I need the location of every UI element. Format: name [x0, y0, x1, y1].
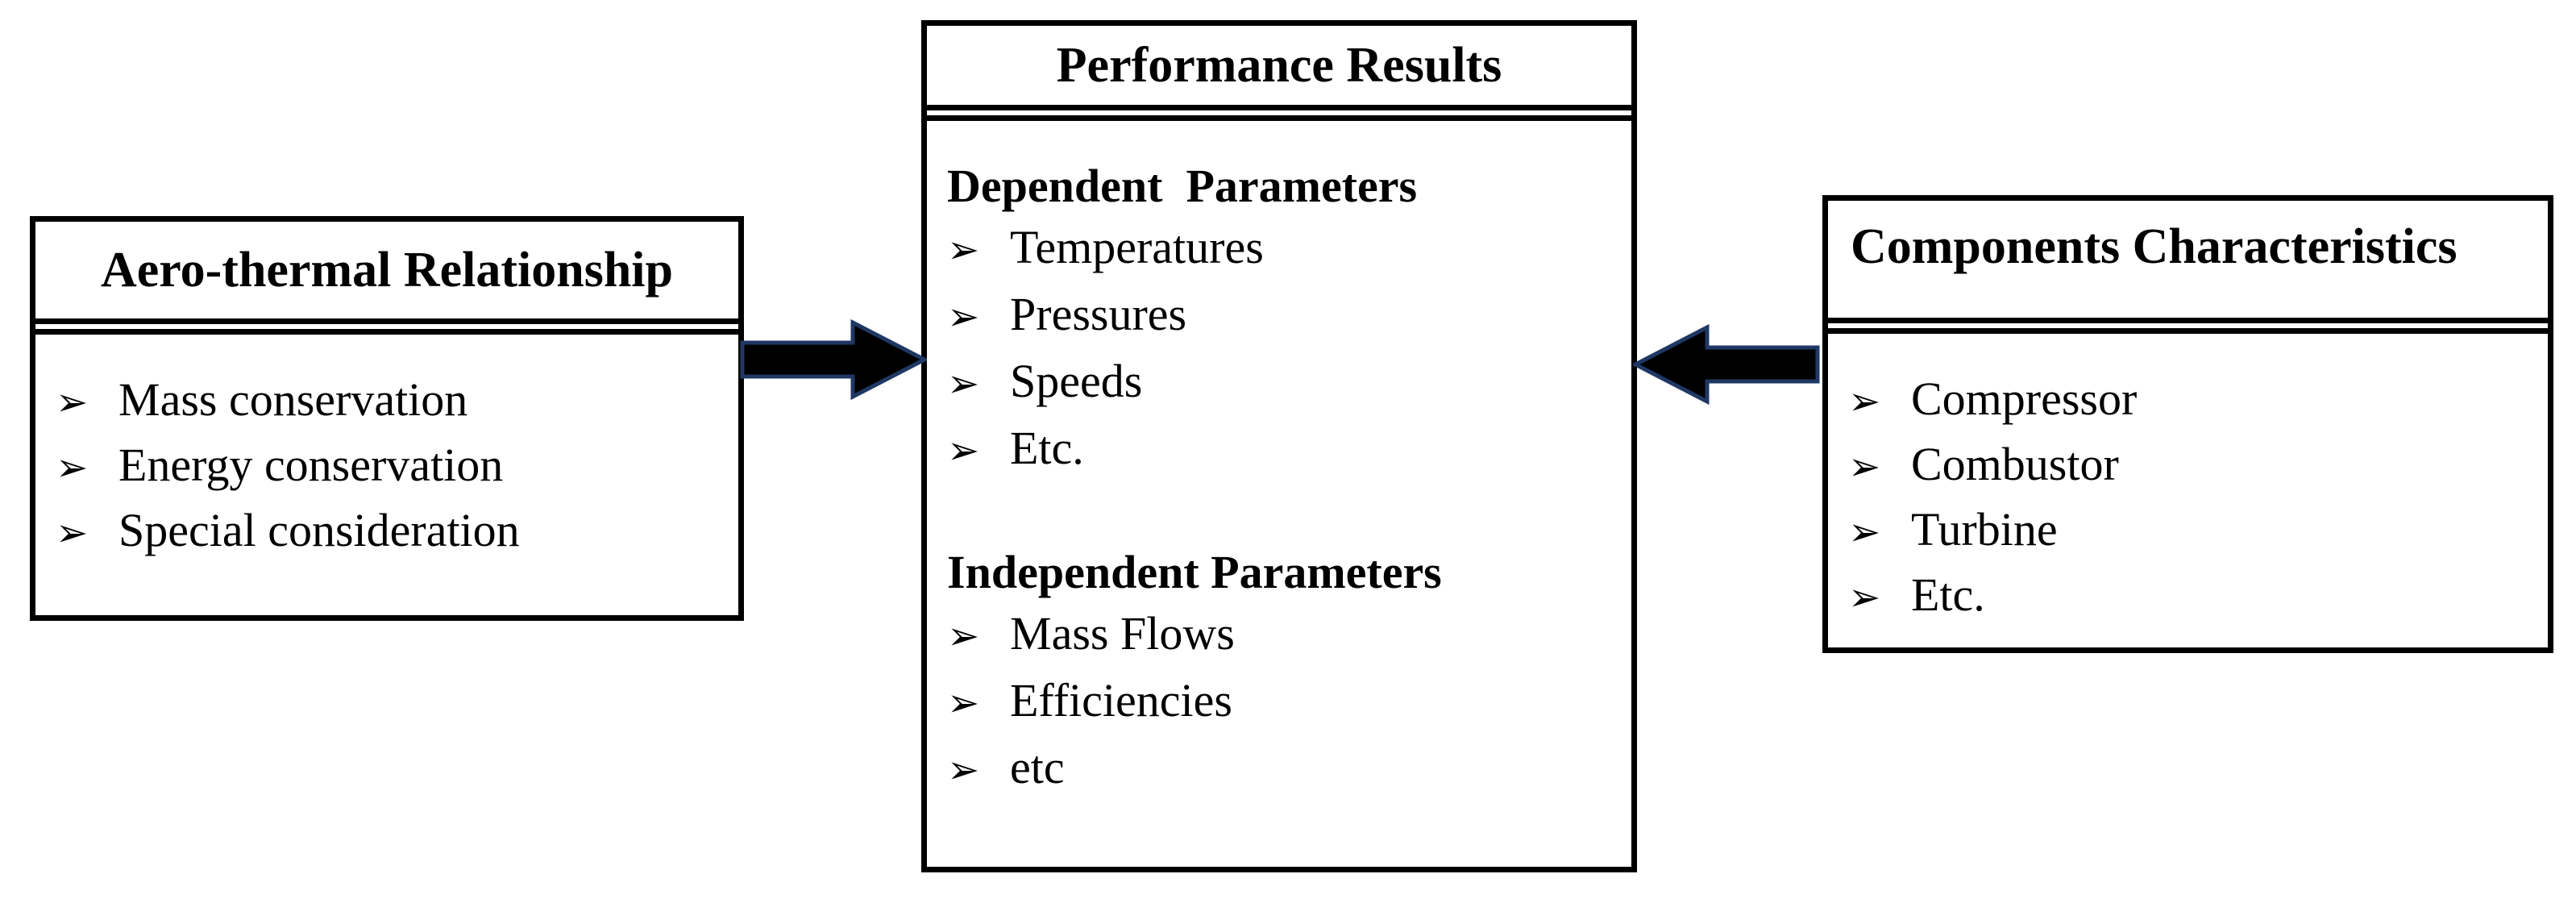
list-item: ➢ Combustor: [1848, 433, 2532, 498]
arrowhead-bullet-icon: ➢: [1848, 444, 1881, 489]
list-item: ➢ Pressures: [947, 282, 1615, 349]
list-item: ➢ Energy conservation: [56, 434, 722, 499]
aero-thermal-relationship-box: Aero-thermal Relationship ➢ Mass conserva…: [30, 216, 744, 621]
dependent-parameters-section: Dependent Parameters ➢ Temperatures ➢ Pres…: [947, 157, 1615, 483]
list-item-label: Turbine: [1911, 503, 2058, 556]
components-characteristics-body: ➢ Compressor ➢ Combustor ➢ Turbine ➢ Etc.: [1828, 328, 2548, 647]
right-block-arrow-icon: [740, 318, 927, 401]
arrowhead-bullet-icon: ➢: [947, 680, 980, 726]
list-item: ➢ etc: [947, 735, 1615, 802]
list-item-label: Etc.: [1911, 568, 1985, 621]
arrowhead-bullet-icon: ➢: [1848, 510, 1881, 555]
arrowhead-bullet-icon: ➢: [947, 361, 980, 406]
aero-thermal-relationship-header: Aero-thermal Relationship: [35, 222, 738, 324]
list-item: ➢ Etc.: [1848, 564, 2532, 629]
list-item-label: etc: [1010, 741, 1065, 793]
list-item: ➢ Temperatures: [947, 215, 1615, 282]
independent-parameters-section: Independent Parameters ➢ Mass Flows ➢ Effi…: [947, 543, 1615, 802]
list-item: ➢ Efficiencies: [947, 668, 1615, 735]
list-item: ➢ Compressor: [1848, 368, 2532, 433]
left-block-arrow-icon: [1633, 323, 1820, 406]
list-item-label: Speeds: [1010, 355, 1143, 407]
components-characteristics-box: Components Characteristics ➢ Compressor ➢…: [1822, 195, 2553, 653]
performance-results-box: Performance Results Dependent Parameters…: [921, 20, 1637, 872]
arrowhead-bullet-icon: ➢: [947, 428, 980, 473]
arrowhead-bullet-icon: ➢: [56, 445, 89, 490]
arrowhead-bullet-icon: ➢: [947, 747, 980, 793]
list-item: ➢ Turbine: [1848, 498, 2532, 564]
performance-results-header: Performance Results: [927, 26, 1631, 110]
section-heading: Independent Parameters: [947, 546, 1442, 598]
arrowhead-bullet-icon: ➢: [56, 510, 89, 556]
arrowhead-bullet-icon: ➢: [1848, 379, 1881, 424]
list-item: ➢ Mass conservation: [56, 368, 722, 434]
box-title: Aero-thermal Relationship: [100, 242, 674, 298]
list-item: ➢ Speeds: [947, 349, 1615, 416]
arrowhead-bullet-icon: ➢: [947, 294, 980, 339]
box-title: Performance Results: [1056, 37, 1502, 93]
section-spacer: [947, 483, 1615, 543]
list-item-label: Combustor: [1911, 438, 2119, 490]
arrowhead-bullet-icon: ➢: [947, 614, 980, 659]
list-item: ➢ Etc.: [947, 416, 1615, 483]
list-item-label: Mass Flows: [1010, 607, 1235, 660]
list-item-label: Efficiencies: [1010, 674, 1232, 726]
list-item-label: Temperatures: [1010, 221, 1264, 273]
arrowhead-bullet-icon: ➢: [947, 227, 980, 273]
performance-results-body: Dependent Parameters ➢ Temperatures ➢ Pres…: [927, 115, 1631, 867]
arrowhead-bullet-icon: ➢: [56, 380, 89, 425]
list-item-label: Special consideration: [118, 504, 520, 556]
list-item-label: Energy conservation: [118, 439, 504, 491]
components-characteristics-header: Components Characteristics: [1828, 201, 2548, 323]
list-item: ➢ Mass Flows: [947, 601, 1615, 668]
aero-thermal-relationship-body: ➢Mass conservation ➢Energy conservation …: [35, 329, 738, 615]
section-heading: Dependent Parameters: [947, 160, 1418, 212]
list-item-label: Pressures: [1010, 288, 1187, 340]
arrowhead-bullet-icon: ➢: [1848, 575, 1881, 620]
list-item-label: Etc.: [1010, 422, 1084, 474]
list-item-label: Compressor: [1911, 373, 2138, 425]
list-item-label: Mass conservation: [118, 373, 468, 426]
list-item: ➢ Special consideration: [56, 499, 722, 564]
box-title: Components Characteristics: [1851, 219, 2458, 274]
